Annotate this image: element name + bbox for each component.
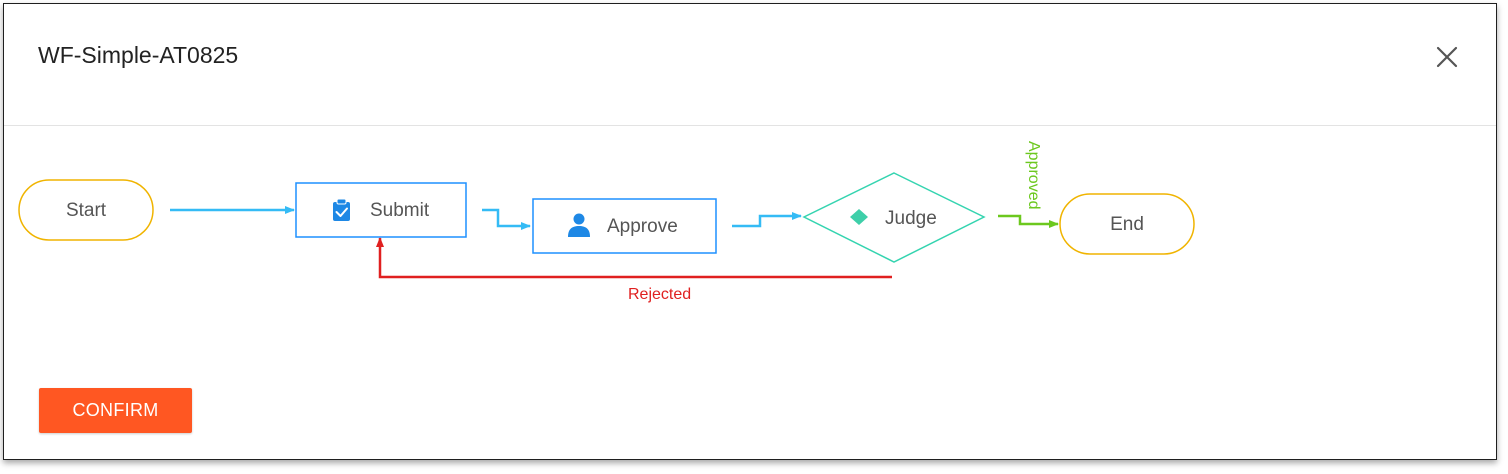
workflow-dialog: WF-Simple-AT0825 Rejected A: [3, 3, 1497, 460]
workflow-diagram: Rejected Approved Start Submit Approve: [18, 141, 1195, 303]
edge-judge-submit-rejected: [376, 237, 892, 279]
node-submit-label: Submit: [370, 200, 430, 221]
node-end[interactable]: End: [1059, 193, 1195, 255]
dialog-title: WF-Simple-AT0825: [38, 42, 239, 68]
diamond-icon: [850, 209, 868, 225]
node-judge-label: Judge: [885, 208, 937, 229]
clipboard-check-icon: [333, 198, 350, 221]
confirm-button[interactable]: CONFIRM: [39, 388, 192, 433]
node-judge[interactable]: Judge: [802, 172, 986, 263]
edge-label-approved: Approved: [1025, 141, 1042, 210]
person-icon: [568, 213, 590, 237]
node-end-label: End: [1110, 214, 1144, 235]
dialog-header: WF-Simple-AT0825: [4, 4, 1496, 126]
close-button[interactable]: [1432, 42, 1462, 72]
node-submit[interactable]: Submit: [295, 182, 467, 238]
node-start[interactable]: Start: [18, 179, 154, 241]
edge-label-rejected: Rejected: [628, 286, 691, 303]
node-start-label: Start: [66, 200, 107, 221]
edge-approve-judge: [732, 212, 802, 228]
edge-submit-approve: [482, 208, 531, 230]
edge-judge-end-approved: [998, 214, 1059, 228]
close-icon: [1436, 46, 1458, 68]
node-approve-label: Approve: [607, 216, 678, 237]
node-approve[interactable]: Approve: [532, 198, 717, 254]
